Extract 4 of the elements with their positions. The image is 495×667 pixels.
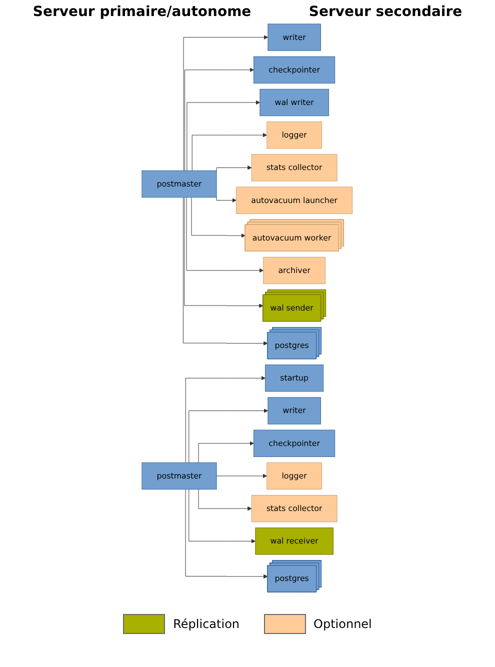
legend-label: Réplication (173, 617, 240, 631)
heading: Serveur primaire/autonome (32, 4, 252, 20)
heading: Serveur secondaire (308, 4, 462, 20)
legend-label: Optionnel (314, 617, 372, 631)
